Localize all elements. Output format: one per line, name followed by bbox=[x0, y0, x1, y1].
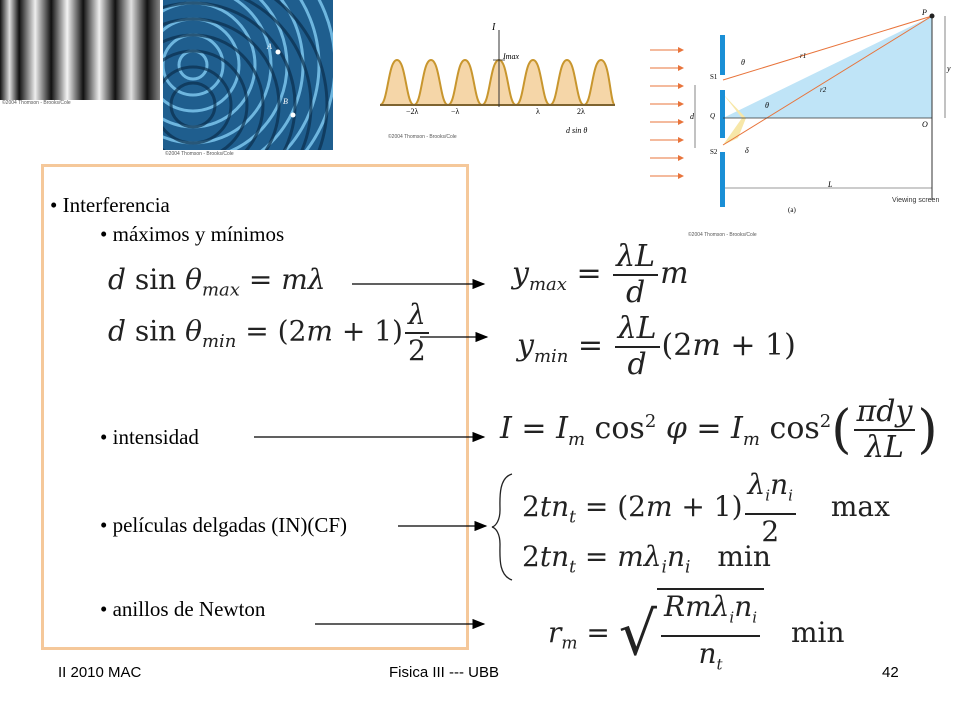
thin-film-brace bbox=[491, 473, 513, 581]
ripple-label-b: B bbox=[283, 97, 288, 106]
bullet-peliculas: • películas delgadas (IN)(CF) bbox=[100, 513, 348, 537]
intensity-tick: 2λ bbox=[577, 107, 585, 116]
content-box bbox=[41, 164, 469, 650]
slit-label-d: d bbox=[690, 112, 694, 121]
bullet-maximos-minimos: • máximos y mínimos bbox=[100, 222, 285, 246]
ripple-label-a: A bbox=[267, 42, 272, 51]
page-number: 42 bbox=[882, 664, 899, 681]
bullet-anillos-text: anillos de Newton bbox=[112, 597, 266, 621]
intensity-tick: λ bbox=[536, 107, 540, 116]
double-slit-diagram bbox=[650, 10, 950, 230]
slit-part-label: (a) bbox=[788, 206, 796, 214]
thin-film-min-word: min bbox=[717, 540, 771, 573]
slit-label-p: P bbox=[922, 8, 927, 17]
slit-label-l: L bbox=[828, 180, 833, 189]
footer-left: II 2010 MAC bbox=[58, 664, 142, 681]
equation-thin-film-min: 2tnt = mλini min bbox=[522, 540, 771, 578]
slit-label-r2: r2 bbox=[820, 86, 827, 94]
slit-viewing-screen: Viewing screen bbox=[892, 197, 940, 204]
equation-max-condition: d sin θmax = mλ bbox=[108, 263, 326, 301]
slit-label-s2: S2 bbox=[710, 148, 718, 156]
slit-label-s1: S1 bbox=[710, 73, 718, 81]
fringe-caption: ©2004 Thomson - Brooks/Cole bbox=[2, 100, 71, 106]
slit-label-q: Q bbox=[710, 112, 716, 120]
fringe-pattern-image bbox=[0, 0, 160, 100]
slit-label-o: O bbox=[922, 120, 928, 129]
intensity-imax: Imax bbox=[503, 52, 519, 61]
intensity-graph bbox=[375, 25, 620, 145]
newton-min-word: min bbox=[790, 616, 845, 650]
ripple-caption: ©2004 Thomson - Brooks/Cole bbox=[165, 151, 234, 157]
thin-film-max-word: max bbox=[830, 489, 890, 523]
slit-caption: ©2004 Thomson - Brooks/Cole bbox=[688, 232, 757, 238]
footer-center: Fisica III --- UBB bbox=[389, 664, 500, 681]
intensity-tick: −λ bbox=[451, 107, 460, 116]
slit-label-theta: θ bbox=[765, 101, 769, 110]
bullet-maximos-minimos-text: máximos y mínimos bbox=[112, 222, 285, 246]
intensity-xlabel: d sin θ bbox=[566, 126, 588, 135]
slit-label-delta: δ bbox=[745, 146, 749, 155]
bullet-interferencia: • Interferencia bbox=[50, 193, 170, 217]
slit-label-r1: r1 bbox=[800, 52, 807, 60]
bullet-intensidad-text: intensidad bbox=[112, 425, 199, 449]
slit-label-theta: θ bbox=[741, 58, 745, 67]
bullet-peliculas-text: películas delgadas (IN)(CF) bbox=[112, 513, 348, 537]
ymax-m: m bbox=[660, 256, 689, 291]
intensity-caption: ©2004 Thomson - Brooks/Cole bbox=[388, 134, 457, 140]
bullet-intensidad: • intensidad bbox=[100, 425, 199, 449]
bullet-anillos: • anillos de Newton bbox=[100, 597, 266, 621]
slit-label-y: y bbox=[947, 64, 951, 73]
intensity-axis-i: I bbox=[492, 22, 496, 33]
intensity-tick: −2λ bbox=[406, 107, 419, 116]
bullet-interferencia-text: Interferencia bbox=[62, 193, 170, 217]
